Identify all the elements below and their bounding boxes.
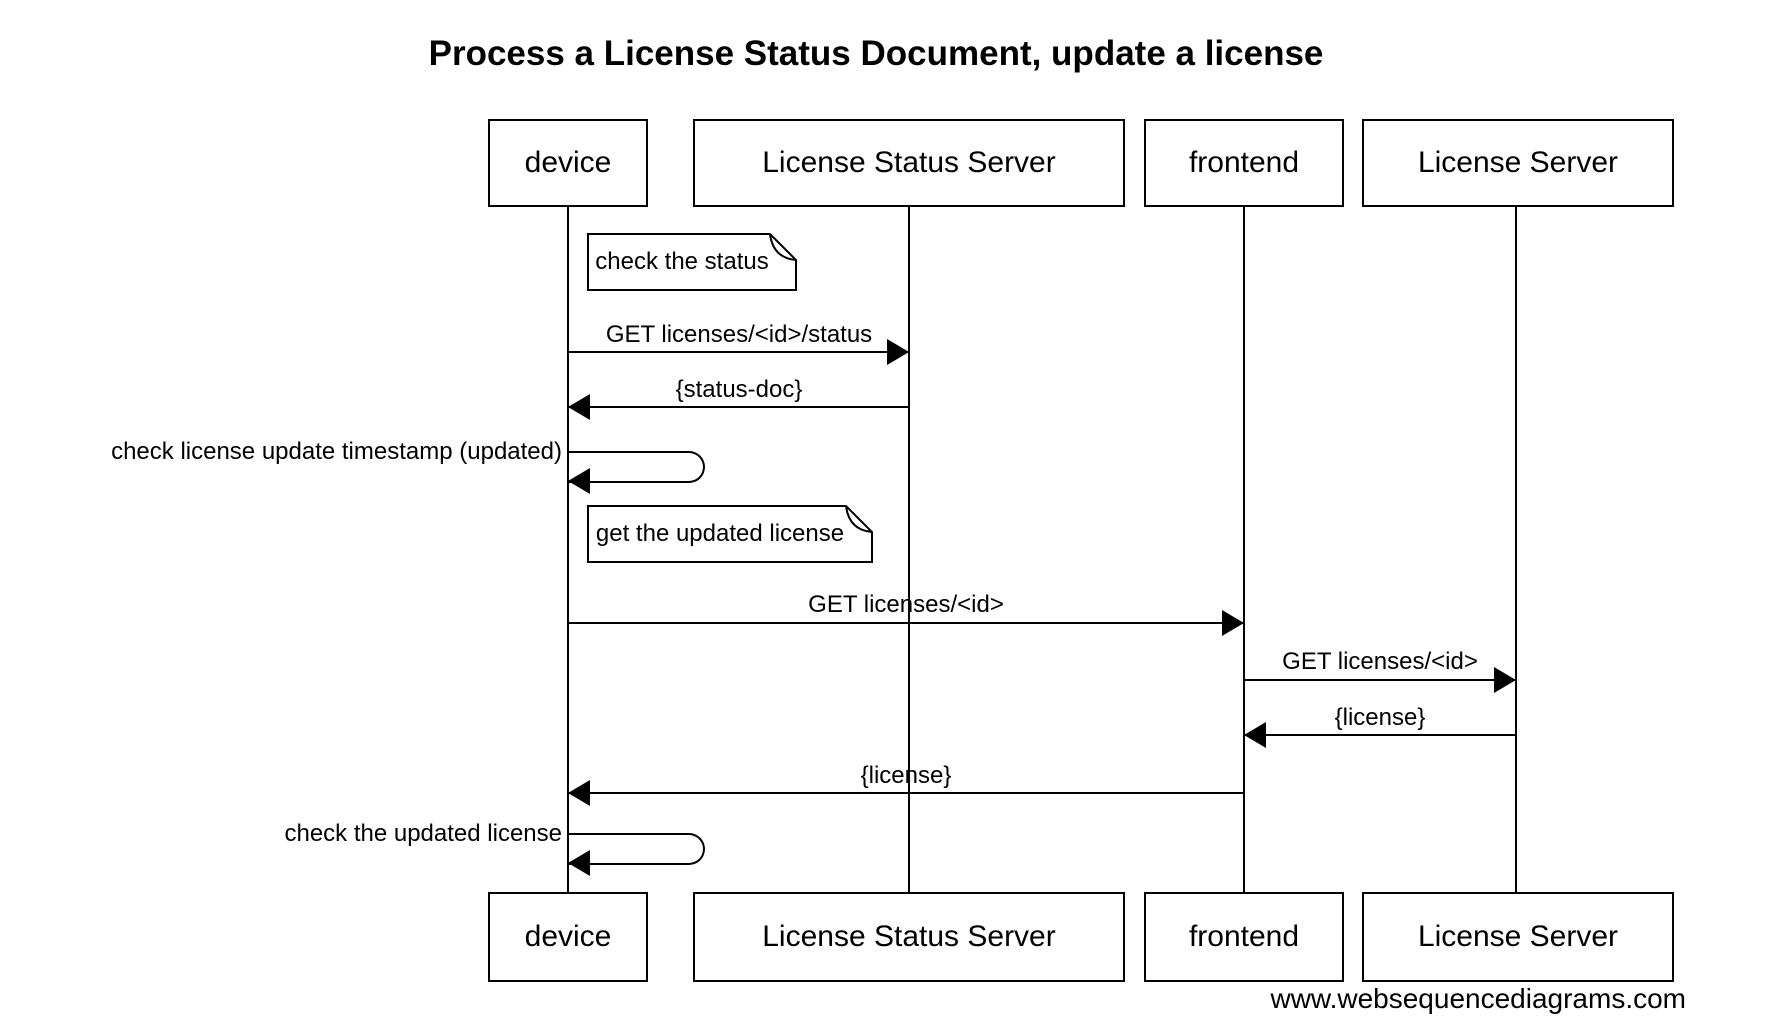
arrowhead-left-icon bbox=[568, 468, 590, 494]
actor-label: License Status Server bbox=[762, 920, 1056, 953]
note-check-the-status: check the status bbox=[587, 233, 797, 291]
actor-box-license-server-top: License Server bbox=[1362, 119, 1674, 207]
diagram-title: Process a License Status Document, updat… bbox=[428, 34, 1324, 73]
arrowhead-left-icon bbox=[568, 780, 590, 806]
actor-label: License Server bbox=[1417, 146, 1619, 179]
lifeline-device bbox=[567, 207, 569, 892]
actor-label: frontend bbox=[1188, 146, 1300, 179]
note-paper-icon bbox=[587, 505, 873, 563]
message-label: GET licenses/<id>/status bbox=[605, 321, 873, 348]
arrowhead-right-icon bbox=[1222, 610, 1244, 636]
arrowhead-right-icon bbox=[1494, 667, 1516, 693]
message-label: {license} bbox=[1334, 704, 1426, 731]
actor-box-license-status-server-bottom: License Status Server bbox=[693, 892, 1125, 982]
message-label: GET licenses/<id> bbox=[808, 591, 1004, 618]
actor-label: device bbox=[524, 146, 612, 179]
self-message-loop bbox=[568, 833, 705, 865]
message-line bbox=[568, 622, 1244, 624]
message-label: {license} bbox=[860, 762, 952, 789]
message-line bbox=[1244, 734, 1516, 736]
note-paper-icon bbox=[587, 233, 797, 291]
self-message-loop bbox=[568, 451, 705, 483]
note-text: get the updated license bbox=[595, 520, 845, 547]
arrowhead-left-icon bbox=[1244, 722, 1266, 748]
self-message-label: check the updated license bbox=[284, 820, 562, 847]
note-text: check the status bbox=[595, 248, 769, 275]
message-label: GET licenses/<id> bbox=[1282, 648, 1478, 675]
lifeline-frontend bbox=[1243, 207, 1245, 892]
actor-box-license-status-server-top: License Status Server bbox=[693, 119, 1125, 207]
actor-box-frontend-bottom: frontend bbox=[1144, 892, 1344, 982]
message-line bbox=[1244, 679, 1516, 681]
actor-label: License Status Server bbox=[762, 146, 1056, 179]
actor-box-frontend-top: frontend bbox=[1144, 119, 1344, 207]
self-message-label: check license update timestamp (updated) bbox=[111, 438, 562, 465]
message-label: {status-doc} bbox=[675, 376, 803, 403]
message-line bbox=[568, 792, 1244, 794]
actor-label: device bbox=[524, 920, 612, 953]
actor-box-license-server-bottom: License Server bbox=[1362, 892, 1674, 982]
actor-label: License Server bbox=[1417, 920, 1619, 953]
lifeline-license-status-server bbox=[908, 207, 910, 892]
actor-label: frontend bbox=[1188, 920, 1300, 953]
note-get-the-updated-license: get the updated license bbox=[587, 505, 873, 563]
watermark-text: www.websequencediagrams.com bbox=[1270, 983, 1686, 1014]
arrowhead-left-icon bbox=[568, 394, 590, 420]
actor-box-device-bottom: device bbox=[488, 892, 648, 982]
message-line bbox=[568, 406, 909, 408]
lifeline-license-server bbox=[1515, 207, 1517, 892]
message-line bbox=[568, 351, 909, 353]
arrowhead-right-icon bbox=[887, 339, 909, 365]
actor-box-device-top: device bbox=[488, 119, 648, 207]
arrowhead-left-icon bbox=[568, 850, 590, 876]
